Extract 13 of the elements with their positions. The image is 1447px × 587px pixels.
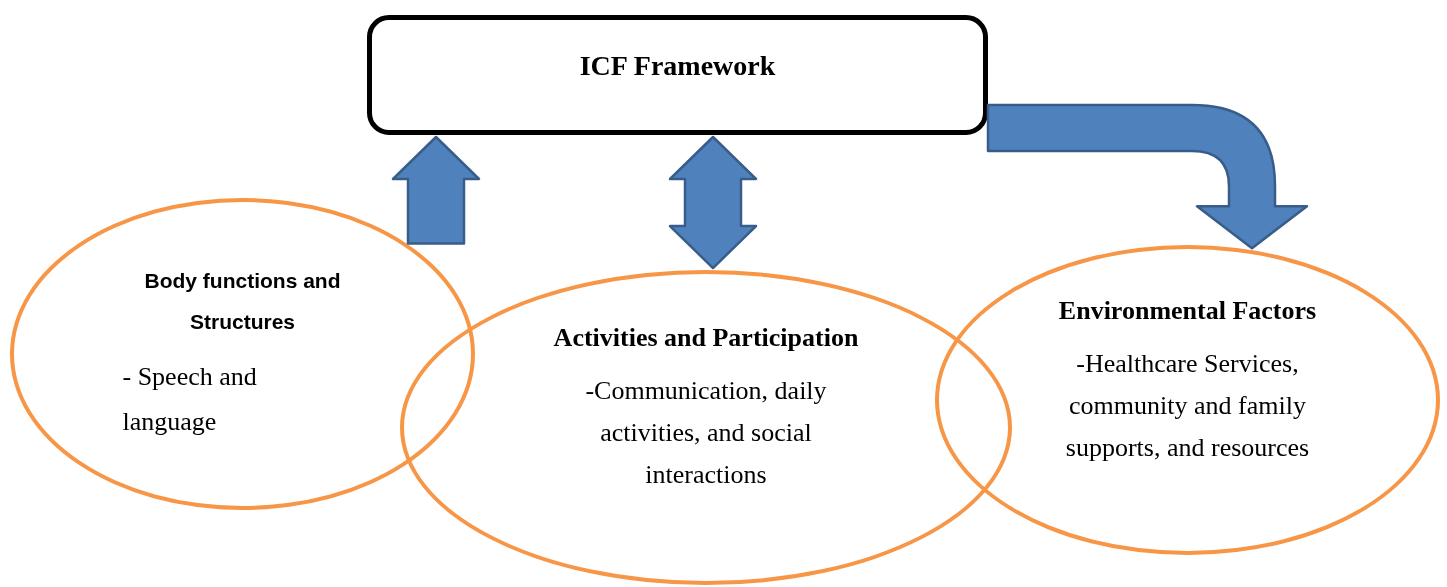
- node-heading: Activities and Participation: [553, 322, 859, 354]
- framework-box: [367, 15, 988, 135]
- node-text: -Communication, daily activities, and social interactions: [584, 375, 828, 491]
- oval-node: [935, 245, 1440, 555]
- double-block-arrow: [668, 135, 758, 270]
- node-heading: Environmental Factors: [1058, 295, 1317, 327]
- node-heading: Body functions and Structures: [143, 268, 342, 335]
- oval-node: [400, 270, 1012, 585]
- block-arrow: [391, 135, 481, 245]
- node-text: -Healthcare Services, community and family supports, and resources: [1064, 348, 1311, 464]
- curved-block-arrow: [986, 103, 1309, 250]
- node-text: - Speech and language: [122, 361, 258, 438]
- node-heading: ICF Framework: [579, 49, 776, 83]
